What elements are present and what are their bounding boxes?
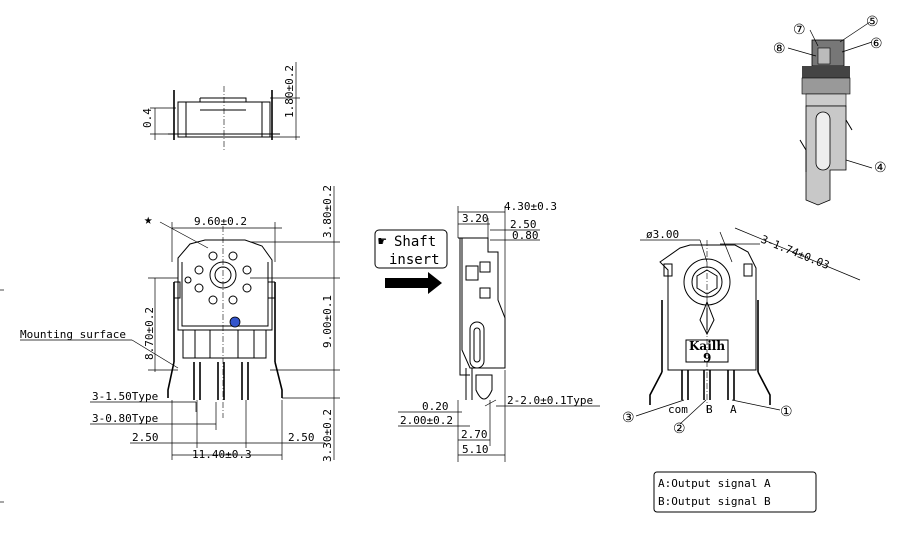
pin-com-label: com <box>668 403 688 416</box>
callout-4: ④ <box>874 160 887 176</box>
pitch-left-label: 2.50 <box>132 431 159 444</box>
legend-line-a: A:Output signal A <box>658 477 771 490</box>
legend: A:Output signal A B:Output signal B <box>653 471 817 513</box>
callout-1: ① <box>780 404 793 420</box>
right-diameter: ø3.00 <box>646 228 679 241</box>
front-dim-width-top: 9.60±0.2 <box>194 215 247 228</box>
pin-a-label: A <box>730 403 737 416</box>
type-small-label: 3-0.80Type <box>92 412 158 425</box>
side-dim-type: 2-2.0±0.1Type <box>507 394 593 407</box>
front-dim-pin-length: 3.30±0.2 <box>321 409 334 462</box>
front-dim-height-top: 3.80±0.2 <box>321 185 334 238</box>
type-large-label: 3-1.50Type <box>92 390 158 403</box>
overall-width-label: 11.40±0.3 <box>192 448 252 461</box>
top-dim-offset: 0.4 <box>141 108 154 128</box>
side-dim-b: 2.50 <box>510 218 537 231</box>
shaft-icon: ☛ <box>378 234 387 250</box>
shaft-line2: insert <box>389 252 440 268</box>
right-view: Kailh 9 ø3.00 3-1.74±0.03 com B A ③ ② ① <box>622 227 861 437</box>
pitch-right-label: 2.50 <box>288 431 315 444</box>
right-hex: 3-1.74±0.03 <box>759 233 831 272</box>
front-dim-left-height: 8.70±0.2 <box>143 307 156 360</box>
top-dim-height: 1.80±0.2 <box>283 65 296 118</box>
side-dim-200: 2.00±0.2 <box>400 414 453 427</box>
callout-3: ③ <box>622 410 635 426</box>
callout-5: ⑤ <box>866 14 879 30</box>
shaft-insert-box <box>374 229 448 269</box>
callout-2: ② <box>673 421 686 437</box>
side-dim-270: 2.70 <box>461 428 488 441</box>
shaft-line1: Shaft <box>394 234 436 250</box>
side-dim-c: 0.80 <box>512 229 539 242</box>
legend-line-b: B:Output signal B <box>658 495 771 508</box>
front-dim-right-height: 9.00±0.1 <box>321 295 334 348</box>
side-view: ☛ Shaft insert 4.30±0.3 3.20 2.50 <box>374 200 600 462</box>
right-brand: Kailh <box>689 339 725 353</box>
front-star: ★ <box>144 212 153 228</box>
callout-6: ⑥ <box>870 36 883 52</box>
side-dim-510: 5.10 <box>462 443 489 456</box>
side-dim-020: 0.20 <box>422 400 449 413</box>
exploded-view: ⑦ ⑤ ⑥ ⑧ ④ <box>773 14 887 206</box>
callout-7: ⑦ <box>793 22 806 38</box>
front-view: ★ 9.60±0.2 3.80±0.2 9.00±0.1 3.30±0.2 8.… <box>20 185 340 462</box>
side-dim-a: 3.20 <box>462 212 489 225</box>
pin-b-label: B <box>706 403 713 416</box>
insert-arrow-icon <box>385 272 442 294</box>
top-view: 0.4 1.80±0.2 <box>141 62 300 150</box>
mounting-surface-label: Mounting surface <box>20 328 126 341</box>
callout-8: ⑧ <box>773 41 786 57</box>
side-dim-total: 4.30±0.3 <box>504 200 557 213</box>
